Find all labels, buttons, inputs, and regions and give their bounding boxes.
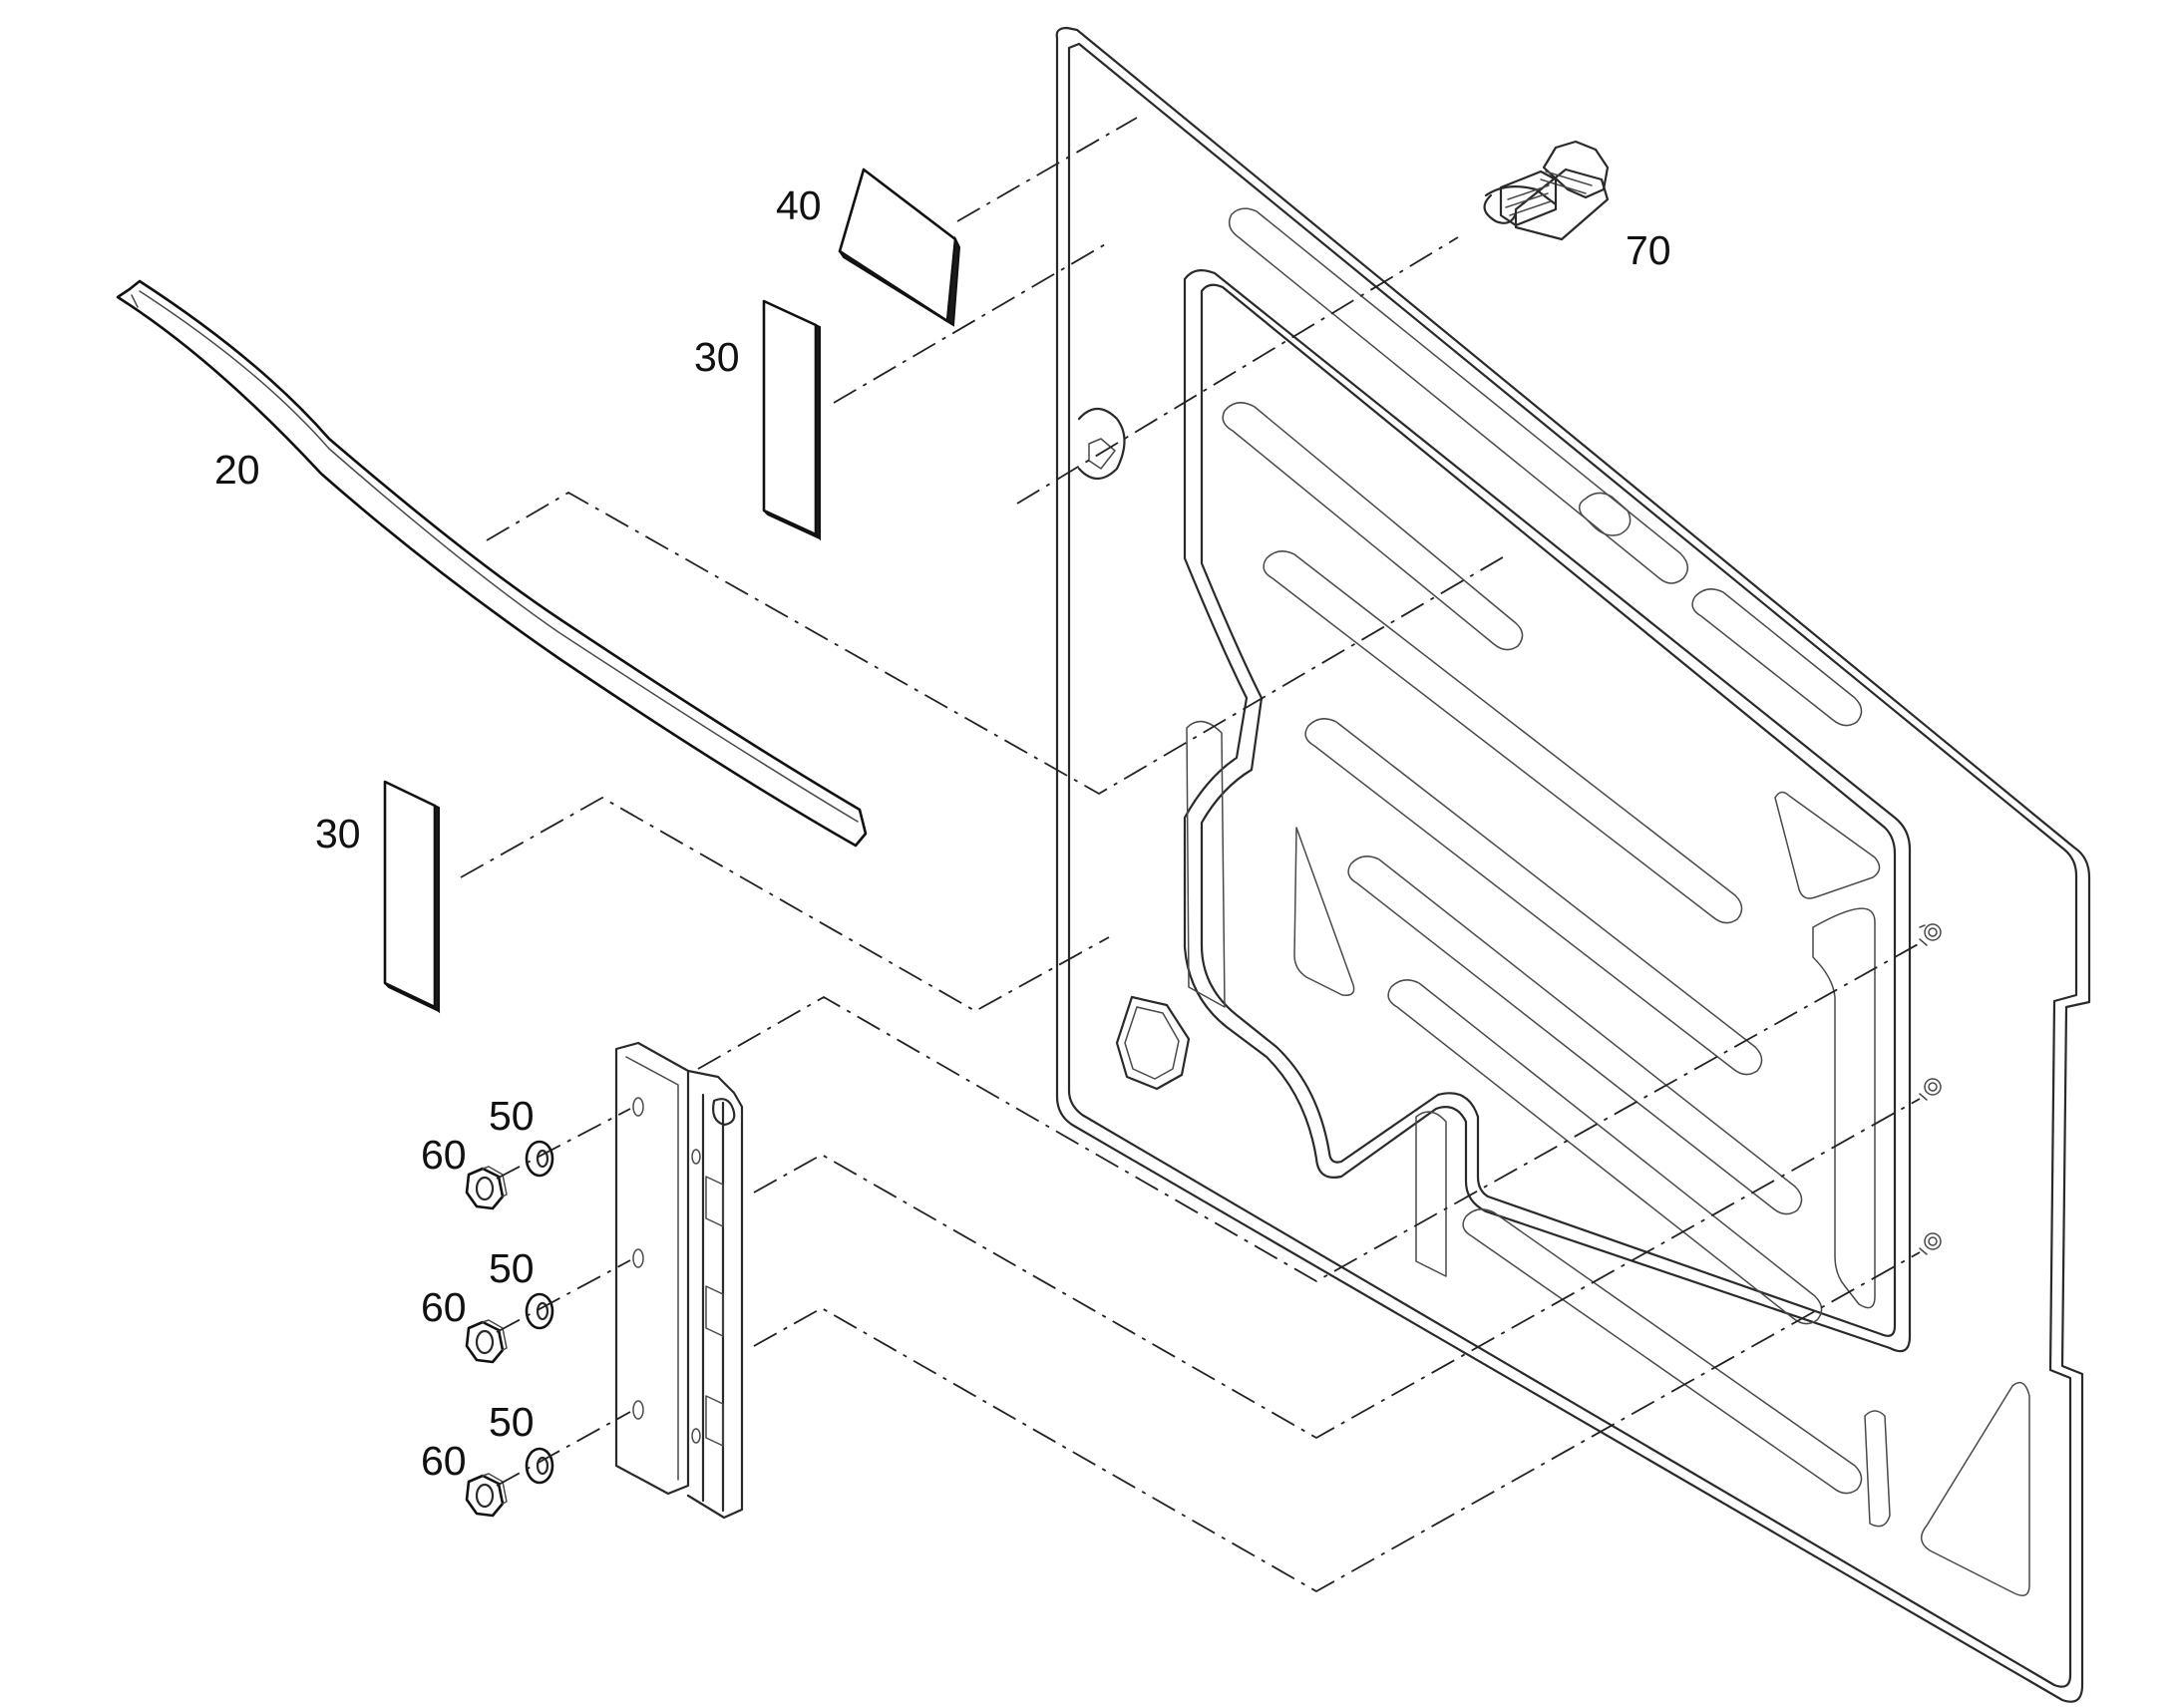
- leader-hinge-low: [753, 1251, 1921, 1593]
- label-pad-upper: 30: [694, 334, 740, 380]
- door-panel: [1055, 26, 2091, 1703]
- pad-lower: [383, 780, 440, 1014]
- nut-2: [465, 1319, 508, 1364]
- nut-3: [465, 1473, 508, 1518]
- label-nut-2: 60: [421, 1284, 467, 1330]
- nut-1: [465, 1166, 508, 1210]
- washer-1: [525, 1140, 554, 1178]
- leader-pad-lower: [460, 796, 1110, 1013]
- label-pad-lower: 30: [315, 811, 361, 856]
- panel-stud-1: [1919, 923, 1942, 946]
- washer-3: [525, 1447, 554, 1485]
- leader-pad-top: [956, 117, 1138, 222]
- label-washer-1: 50: [489, 1093, 535, 1139]
- pad-top: [838, 168, 961, 327]
- hinge: [614, 1041, 744, 1520]
- leader-bolt-clip: [1016, 236, 1459, 505]
- label-seal: 20: [214, 447, 260, 493]
- label-nut-1: 60: [421, 1132, 467, 1178]
- label-washer-3: 50: [489, 1399, 535, 1445]
- label-pad-top: 40: [776, 182, 822, 228]
- leader-fastener-3: [496, 1411, 631, 1487]
- pad-upper: [762, 299, 821, 541]
- leader-fastener-1: [496, 1108, 631, 1180]
- assembly-leader-lines: [460, 117, 1921, 1593]
- leader-hinge-top: [697, 942, 1921, 1283]
- seal-strip: [116, 279, 868, 848]
- panel-stud-3: [1919, 1232, 1942, 1255]
- bolt-clip: [1483, 140, 1610, 241]
- washer-2: [525, 1292, 554, 1330]
- label-washer-2: 50: [489, 1245, 535, 1291]
- panel-stud-2: [1919, 1078, 1942, 1101]
- label-bolt-clip: 70: [1626, 227, 1671, 273]
- leader-hinge-mid: [753, 1098, 1921, 1440]
- leader-seal: [486, 491, 1509, 796]
- label-nut-3: 60: [421, 1438, 467, 1484]
- leader-pad-upper: [833, 242, 1108, 404]
- leader-fastener-2: [496, 1259, 631, 1333]
